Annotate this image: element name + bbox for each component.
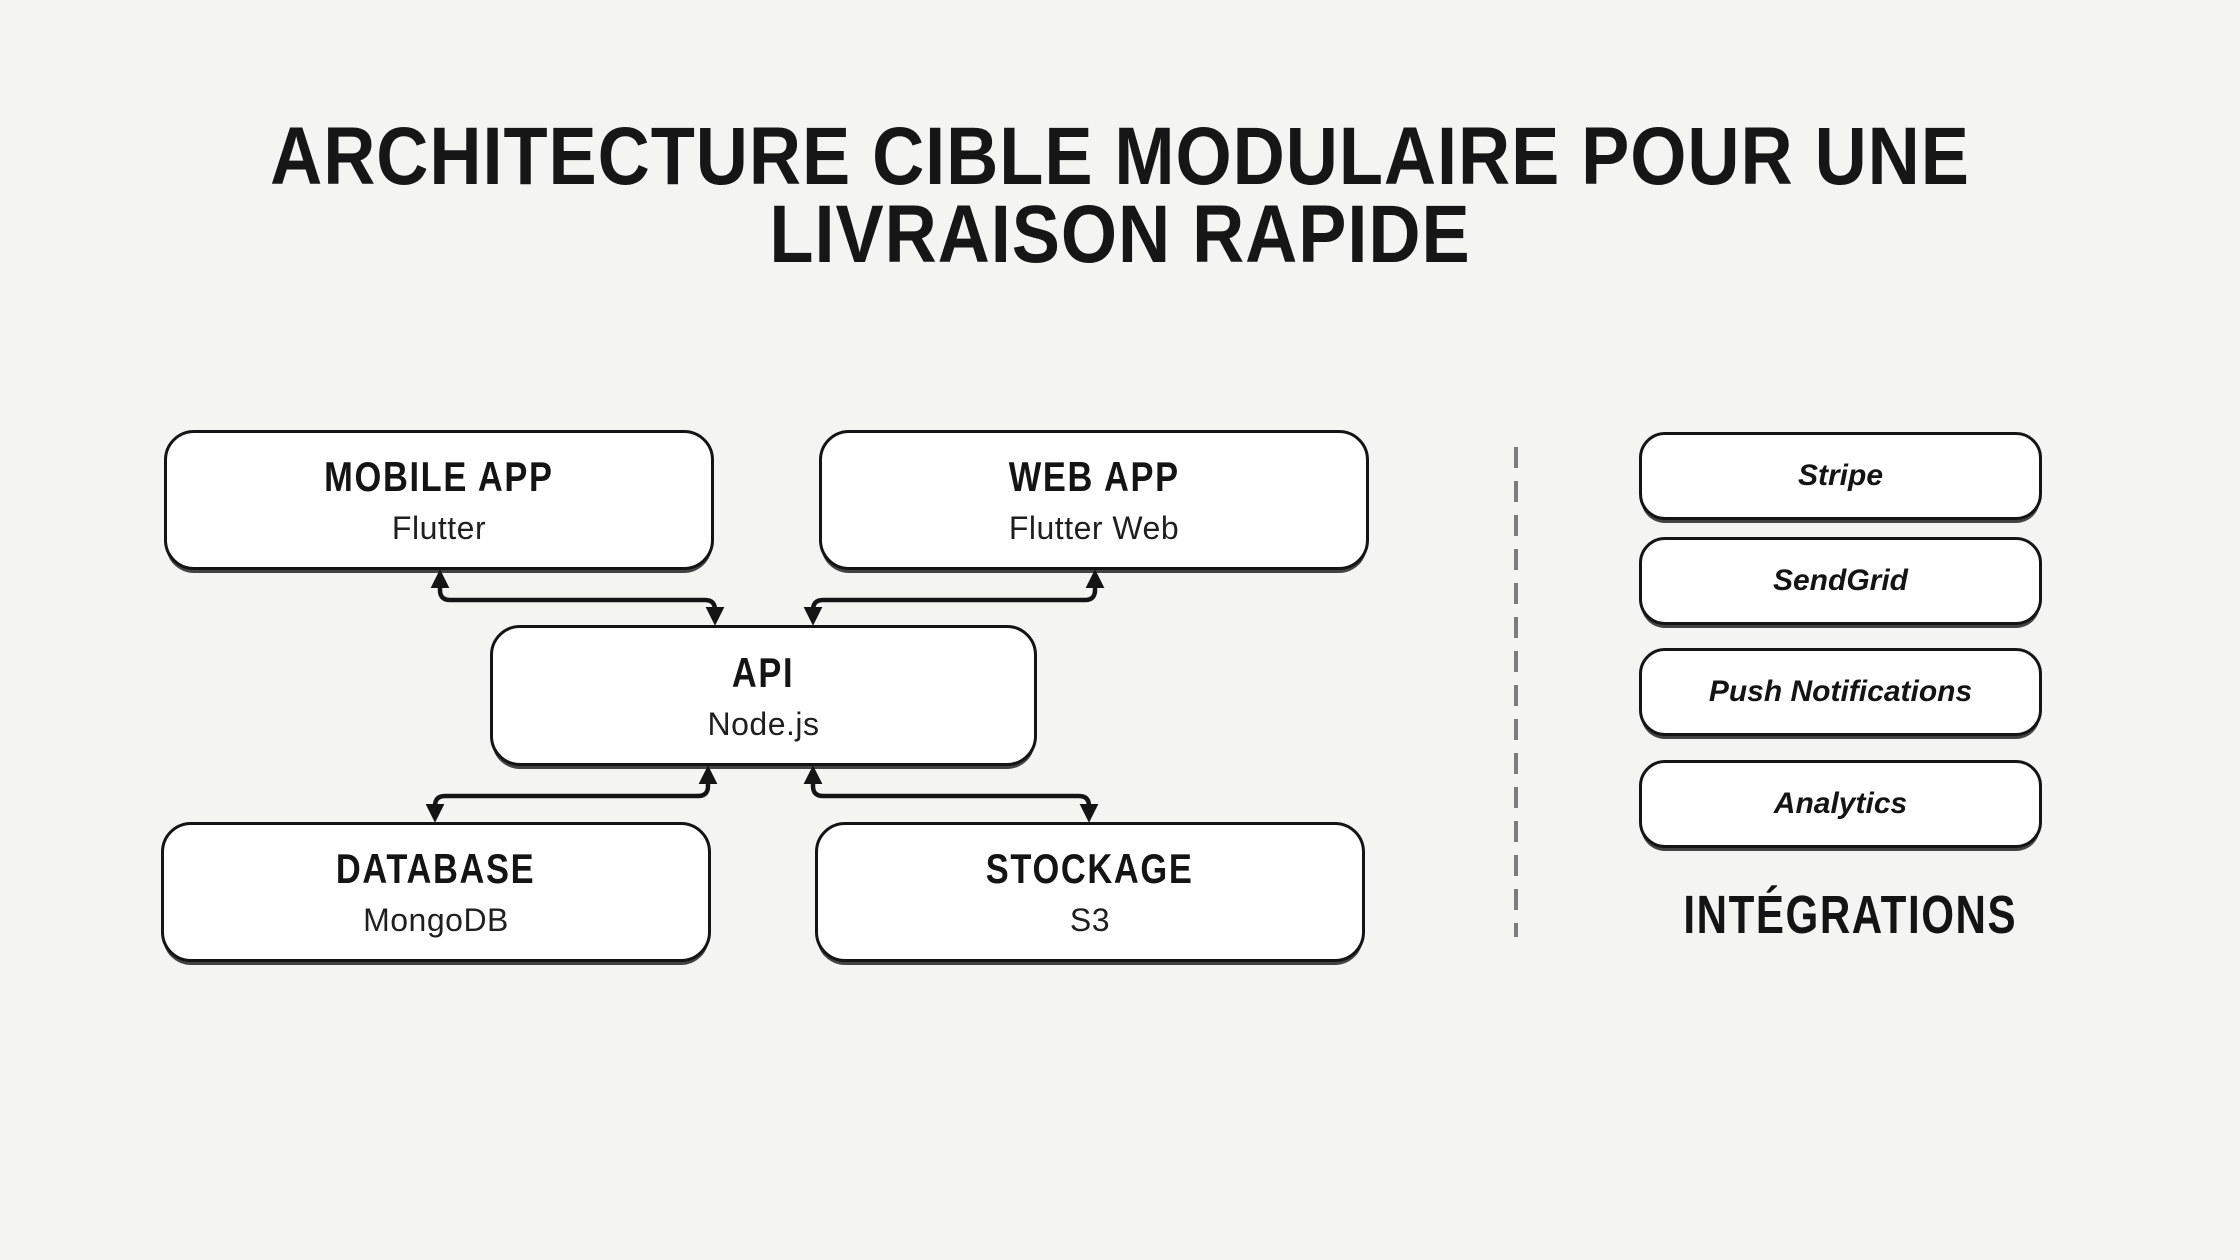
page-title: ARCHITECTURE CIBLE MODULAIRE POUR UNE LI… [0, 110, 2240, 281]
page-title-line-1: ARCHITECTURE CIBLE MODULAIRE POUR UNE [270, 110, 1970, 203]
integration-stripe: Stripe [1639, 432, 2042, 520]
node-api-title: API [732, 648, 795, 696]
connector-api-storage-arrow [803, 765, 1099, 823]
integration-stripe-label: Stripe [1797, 459, 1884, 492]
integration-push-notifications: Push Notifications [1639, 648, 2042, 736]
node-database: DATABASE MongoDB [161, 822, 711, 962]
connector-api-database-arrow [425, 765, 718, 823]
integration-push-notifications-label: Push Notifications [1708, 675, 1973, 708]
node-database-title: DATABASE [336, 845, 536, 892]
integration-sendgrid: SendGrid [1639, 537, 2042, 625]
node-database-subtitle: MongoDB [363, 902, 509, 938]
integrations-section-label: INTÉGRATIONS [1683, 885, 2018, 945]
integration-sendgrid-label: SendGrid [1772, 564, 1908, 597]
node-web-app-title: WEB APP [1008, 453, 1180, 500]
connector-web-api-arrow [803, 569, 1105, 626]
connector-mobile-api-arrow [430, 569, 725, 626]
node-api-subtitle: Node.js [707, 705, 820, 742]
node-stockage-subtitle: S3 [1069, 902, 1111, 938]
node-api: API Node.js [490, 625, 1037, 766]
node-web-app-subtitle: Flutter Web [1008, 510, 1180, 546]
integration-analytics-label: Analytics [1773, 787, 1908, 820]
node-mobile-app-subtitle: Flutter [391, 510, 487, 546]
node-mobile-app: MOBILE APP Flutter [164, 430, 714, 570]
node-stockage: STOCKAGE S3 [815, 822, 1365, 962]
node-web-app: WEB APP Flutter Web [819, 430, 1369, 570]
page-title-line-2: LIVRAISON RAPIDE [769, 188, 1471, 281]
node-mobile-app-title: MOBILE APP [324, 453, 554, 500]
node-stockage-title: STOCKAGE [986, 845, 1194, 892]
integration-analytics: Analytics [1639, 760, 2042, 848]
